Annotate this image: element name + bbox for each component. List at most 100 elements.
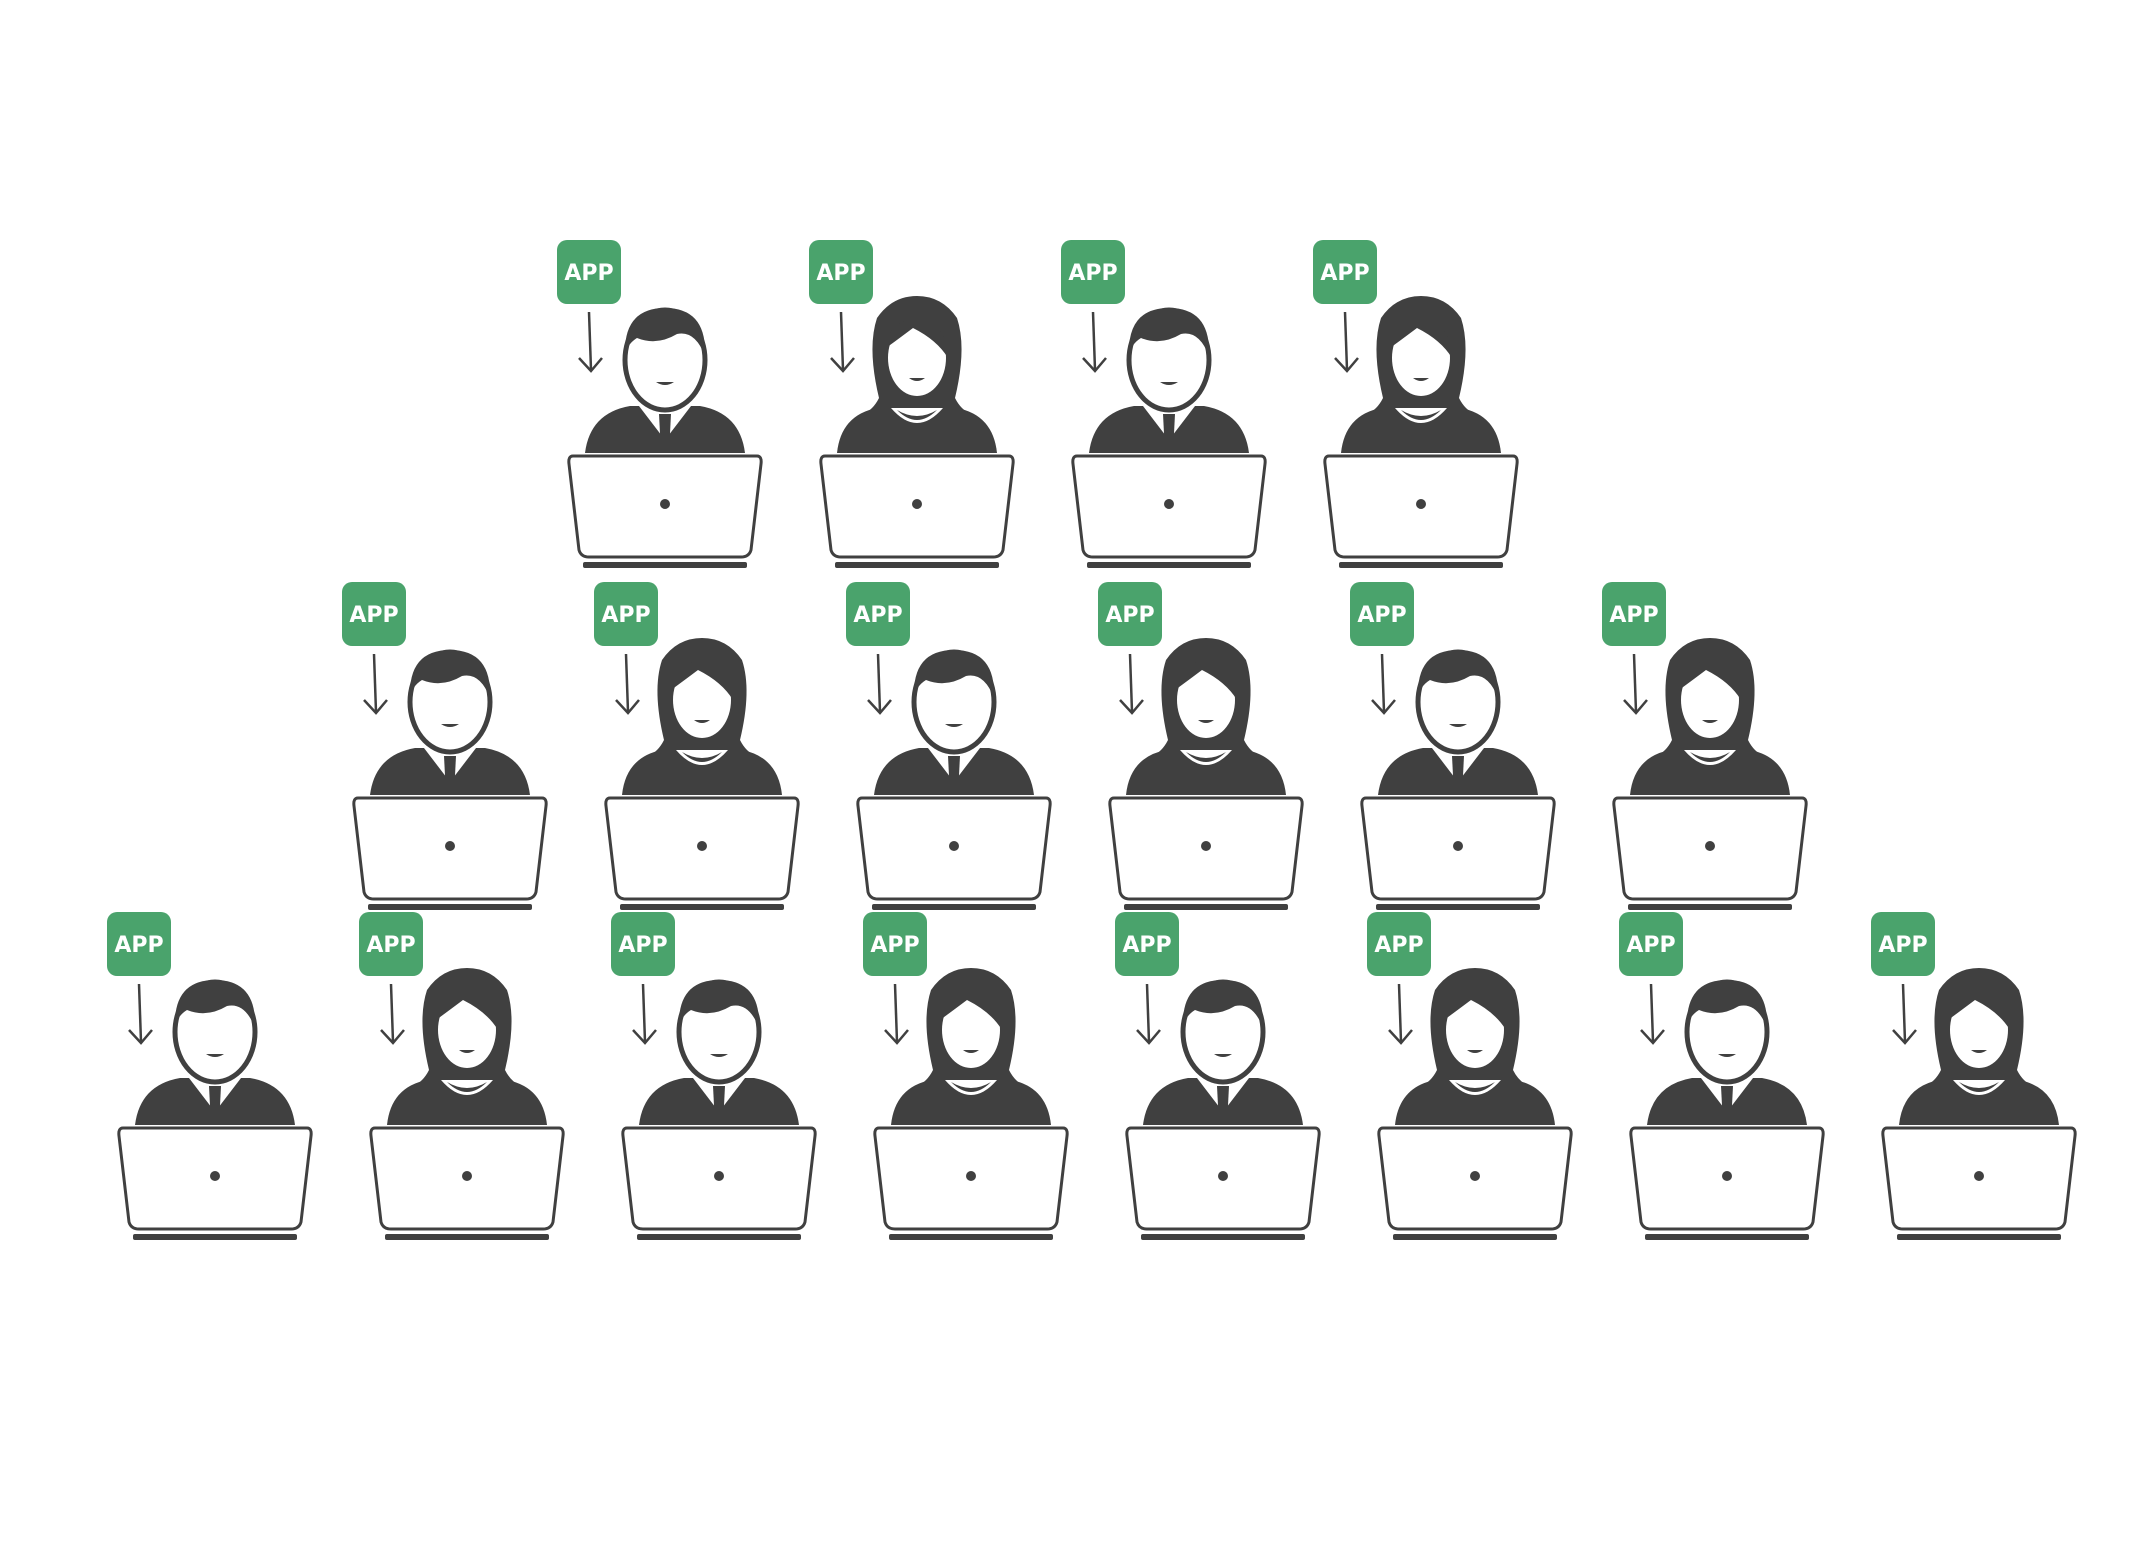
user-workstation: APP — [107, 912, 313, 1240]
user-workstation: APP — [1619, 912, 1825, 1240]
app-badge-label: APP — [601, 603, 650, 628]
arrow-down-icon — [1371, 653, 1396, 715]
arrow-down-icon — [1136, 983, 1161, 1045]
app-badge-icon: APP — [846, 582, 910, 646]
arrow-down-icon — [615, 653, 640, 715]
male-user-icon — [1089, 307, 1249, 453]
male-user-icon — [135, 979, 295, 1125]
user-workstation: APP — [1602, 582, 1808, 910]
female-user-icon — [1899, 968, 2059, 1125]
laptop-icon — [621, 1126, 817, 1240]
app-badge-label: APP — [349, 603, 398, 628]
app-badge-label: APP — [853, 603, 902, 628]
app-badge-icon: APP — [611, 912, 675, 976]
laptop-icon — [1323, 454, 1519, 568]
female-user-icon — [387, 968, 547, 1125]
app-badge-label: APP — [1122, 933, 1171, 958]
male-user-icon — [585, 307, 745, 453]
laptop-icon — [1125, 1126, 1321, 1240]
laptop-icon — [567, 454, 763, 568]
app-badge-label: APP — [366, 933, 415, 958]
app-badge-icon: APP — [809, 240, 873, 304]
app-badge-label: APP — [816, 261, 865, 286]
laptop-icon — [1881, 1126, 2077, 1240]
male-user-icon — [1647, 979, 1807, 1125]
arrow-down-icon — [867, 653, 892, 715]
app-badge-icon: APP — [1367, 912, 1431, 976]
laptop-icon — [1108, 796, 1304, 910]
user-workstation: APP — [863, 912, 1069, 1240]
app-badge-label: APP — [1068, 261, 1117, 286]
arrow-down-icon — [1082, 311, 1107, 373]
user-workstation: APP — [1115, 912, 1321, 1240]
app-badge-label: APP — [1609, 603, 1658, 628]
user-workstation: APP — [1350, 582, 1556, 910]
female-user-icon — [837, 296, 997, 453]
app-badge-label: APP — [564, 261, 613, 286]
arrow-down-icon — [1119, 653, 1144, 715]
female-user-icon — [622, 638, 782, 795]
laptop-icon — [117, 1126, 313, 1240]
user-workstation: APP — [1098, 582, 1304, 910]
laptop-icon — [1629, 1126, 1825, 1240]
app-badge-icon: APP — [1602, 582, 1666, 646]
laptop-icon — [604, 796, 800, 910]
bottom-row: APP APP APP APP APP APP APP APP — [107, 912, 2077, 1240]
app-badge-label: APP — [1320, 261, 1369, 286]
laptop-icon — [352, 796, 548, 910]
arrow-down-icon — [830, 311, 855, 373]
app-badge-icon: APP — [863, 912, 927, 976]
user-workstation: APP — [809, 240, 1015, 568]
male-user-icon — [1378, 649, 1538, 795]
app-badge-label: APP — [618, 933, 667, 958]
app-badge-icon: APP — [1871, 912, 1935, 976]
app-badge-icon: APP — [1313, 240, 1377, 304]
laptop-icon — [1360, 796, 1556, 910]
laptop-icon — [819, 454, 1015, 568]
user-workstation: APP — [342, 582, 548, 910]
app-badge-label: APP — [1626, 933, 1675, 958]
arrow-down-icon — [884, 983, 909, 1045]
app-badge-icon: APP — [1619, 912, 1683, 976]
app-badge-label: APP — [870, 933, 919, 958]
app-badge-label: APP — [114, 933, 163, 958]
laptop-icon — [1071, 454, 1267, 568]
app-badge-label: APP — [1105, 603, 1154, 628]
arrow-down-icon — [1623, 653, 1648, 715]
male-user-icon — [1143, 979, 1303, 1125]
arrow-down-icon — [128, 983, 153, 1045]
arrow-down-icon — [1892, 983, 1917, 1045]
arrow-down-icon — [1388, 983, 1413, 1045]
top-row: APP APP APP APP — [557, 240, 1519, 568]
user-workstation: APP — [594, 582, 800, 910]
app-badge-icon: APP — [107, 912, 171, 976]
laptop-icon — [856, 796, 1052, 910]
app-badge-icon: APP — [359, 912, 423, 976]
user-workstation: APP — [1871, 912, 2077, 1240]
laptop-icon — [873, 1126, 1069, 1240]
female-user-icon — [1126, 638, 1286, 795]
user-workstation: APP — [1367, 912, 1573, 1240]
app-badge-label: APP — [1357, 603, 1406, 628]
user-workstation: APP — [359, 912, 565, 1240]
user-workstation: APP — [611, 912, 817, 1240]
user-workstation: APP — [1061, 240, 1267, 568]
arrow-down-icon — [363, 653, 388, 715]
user-workstation: APP — [557, 240, 763, 568]
laptop-icon — [369, 1126, 565, 1240]
app-badge-icon: APP — [557, 240, 621, 304]
female-user-icon — [1341, 296, 1501, 453]
app-badge-icon: APP — [1061, 240, 1125, 304]
arrow-down-icon — [632, 983, 657, 1045]
app-badge-icon: APP — [1098, 582, 1162, 646]
app-badge-icon: APP — [1350, 582, 1414, 646]
app-badge-label: APP — [1374, 933, 1423, 958]
male-user-icon — [370, 649, 530, 795]
app-badge-label: APP — [1878, 933, 1927, 958]
female-user-icon — [1630, 638, 1790, 795]
arrow-down-icon — [578, 311, 603, 373]
arrow-down-icon — [1640, 983, 1665, 1045]
app-badge-icon: APP — [342, 582, 406, 646]
arrow-down-icon — [1334, 311, 1359, 373]
female-user-icon — [891, 968, 1051, 1125]
